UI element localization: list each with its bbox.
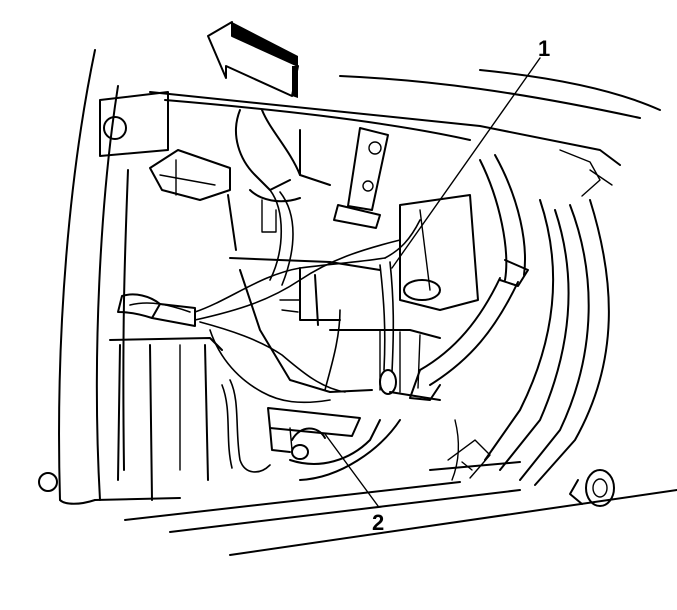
callout-2: 2 [372, 510, 384, 535]
callout-1: 1 [538, 36, 550, 61]
leader-line-2 [324, 433, 379, 507]
wiring-harness [117, 189, 421, 473]
leader-lines [324, 57, 541, 507]
lower-panel [94, 337, 677, 556]
upper-bracket [235, 109, 331, 233]
direction-arrow-icon [207, 21, 299, 98]
body-panel-outline [38, 49, 169, 505]
left-connector [122, 149, 237, 471]
lever-arm [333, 127, 389, 229]
lower-connector [267, 407, 401, 481]
dash-frame [149, 69, 661, 197]
leader-line-1 [391, 57, 541, 269]
right-duct [409, 154, 610, 486]
side-bolt [569, 469, 615, 507]
